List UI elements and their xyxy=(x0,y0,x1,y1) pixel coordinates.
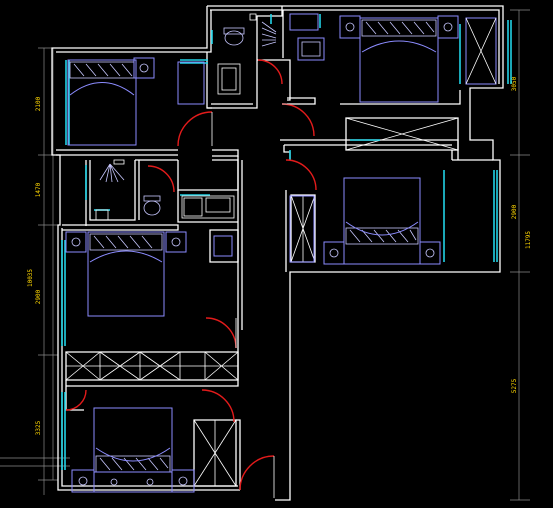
dim-right-5275: 5275 xyxy=(511,378,518,393)
dim-right-3050: 3050 xyxy=(511,76,518,91)
interior-walls xyxy=(56,6,493,490)
dim-left-10035: 10035 xyxy=(27,269,34,287)
dim-right-2900: 2900 xyxy=(511,204,518,219)
bedroom-bottom-left-bed xyxy=(71,407,195,493)
exterior-walls xyxy=(51,5,504,501)
bathroom-middle-fixtures xyxy=(95,159,235,221)
windows xyxy=(61,14,512,470)
dim-left-2100: 2100 xyxy=(35,96,42,111)
bedroom-top-right-bed xyxy=(289,13,497,103)
bedroom-right-bed xyxy=(289,177,441,265)
dim-left-1470: 1470 xyxy=(35,182,42,197)
dim-left-3325: 3325 xyxy=(35,420,42,435)
dim-right-11795: 11795 xyxy=(525,231,532,249)
bathroom-top-fixtures xyxy=(217,13,277,95)
right-dimension-lines xyxy=(510,9,530,501)
bedroom-middle-left-bed xyxy=(65,231,233,317)
left-dimension-lines xyxy=(0,47,70,495)
doors xyxy=(65,59,317,498)
bedroom-top-left-bed xyxy=(67,57,205,146)
dim-left-2900: 2900 xyxy=(35,289,42,304)
